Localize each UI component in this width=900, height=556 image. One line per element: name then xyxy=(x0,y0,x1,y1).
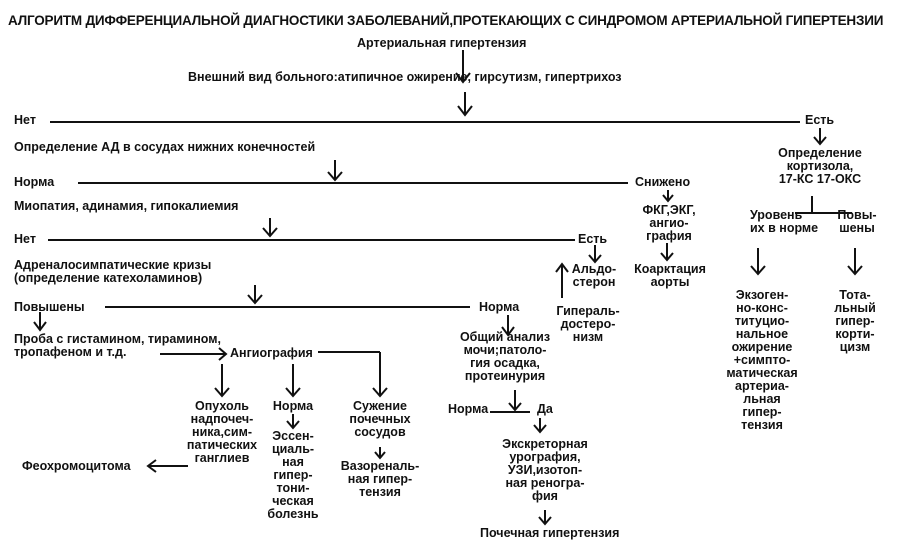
node-angiography: Ангиография xyxy=(230,346,313,360)
arrow-down-bp xyxy=(327,160,343,182)
node-exogenous-obesity: Экзоген- но-конс- титуцио- нальное ожире… xyxy=(726,288,798,432)
node-bp-legs: Определение АД в сосудах нижних конечнос… xyxy=(14,140,316,154)
arrow-down-narrowing xyxy=(372,368,388,398)
node-appearance: Внешний вид больного:атипичное ожирение,… xyxy=(188,70,622,84)
node-fkg-ekg: ФКГ,ЭКГ, ангио- графия xyxy=(642,203,696,243)
arrow-down-vasorenal xyxy=(374,447,386,460)
arrow-down-tumor xyxy=(214,364,230,398)
node-myopathy: Миопатия, адинамия, гипокалиемия xyxy=(14,199,239,213)
arrow-down-myopathy xyxy=(262,218,278,238)
arrow-down-yes1 xyxy=(813,128,827,146)
node-renal-narrowing: Сужение почечных сосудов xyxy=(349,399,411,439)
node-aldosterone: Альдо- стерон xyxy=(571,262,617,289)
label-yes-2: Есть xyxy=(578,232,608,246)
arrow-down-decreased xyxy=(662,190,674,203)
arrow-right-histamine xyxy=(212,347,228,361)
arrow-down-start xyxy=(455,50,471,84)
node-arterial-hypertension: Артериальная гипертензия xyxy=(357,36,527,50)
node-histamine-test: Проба с гистамином, тирамином, тропафено… xyxy=(14,332,221,359)
label-norm-3: Норма xyxy=(448,402,489,416)
label-yes-1: Есть xyxy=(805,113,835,127)
label-norm-4: Норма xyxy=(272,399,314,413)
arrow-down-essential xyxy=(286,414,300,430)
arrow-down-level-high xyxy=(847,248,863,276)
arrow-down-yes3 xyxy=(533,418,547,434)
label-decreased: Снижено xyxy=(635,175,691,189)
label-norm-1: Норма xyxy=(14,175,55,189)
node-hyperaldosteronism: Гипераль- достеро- низм xyxy=(556,304,620,344)
node-crises: Адреналосимпатические кризы (определение… xyxy=(14,258,212,285)
node-coarctation: Коарктация аорты xyxy=(634,262,706,289)
node-level-norm: Уровень их в норме xyxy=(750,208,819,235)
node-adrenal-tumor: Опухоль надпочеч- ника,сим- патических г… xyxy=(186,399,258,465)
label-elevated-1: Повышены xyxy=(14,300,85,314)
arrow-down-fkg xyxy=(660,243,674,262)
arrow-down-elevated1 xyxy=(33,312,47,332)
arrow-down-norm2 xyxy=(501,315,515,337)
label-yes-3: Да xyxy=(537,402,553,416)
node-renal-hypertension: Почечная гипертензия xyxy=(480,526,620,540)
node-cortisol: Определение кортизола, 17-КС 17-ОКС xyxy=(778,146,862,186)
label-no-1: Нет xyxy=(14,113,36,127)
arrow-down-appearance xyxy=(457,92,473,117)
node-level-high: Повы- шены xyxy=(837,208,877,235)
node-essential-hypertension: Эссен- циаль- ная гипер- тони- ческая бо… xyxy=(267,429,319,521)
arrow-down-excretory xyxy=(538,510,552,526)
label-norm-2: Норма xyxy=(479,300,520,314)
node-vasorenal-hypertension: Вазореналь- ная гипер- тензия xyxy=(340,459,420,499)
diagram-title: АЛГОРИТМ ДИФФЕРЕНЦИАЛЬНОЙ ДИАГНОСТИКИ ЗА… xyxy=(8,13,884,28)
node-excretory-urography: Экскреторная урография, УЗИ,изотоп- ная … xyxy=(502,437,588,503)
arrow-down-norm4 xyxy=(285,364,301,398)
arrow-down-crises xyxy=(247,285,263,305)
arrow-down-level-norm xyxy=(750,248,766,276)
arrow-left-pheo xyxy=(146,459,188,473)
arrow-down-yes2 xyxy=(588,245,602,264)
arrow-down-urine xyxy=(508,390,522,412)
node-pheochromocytoma: Феохромоцитома xyxy=(22,459,131,473)
label-no-2: Нет xyxy=(14,232,36,246)
node-urinalysis: Общий анализ мочи;патоло- гия осадка, пр… xyxy=(459,330,551,383)
arrow-up-aldosterone xyxy=(555,262,569,296)
node-total-hypercortisolism: Тота- льный гипер- корти- цизм xyxy=(834,288,876,354)
